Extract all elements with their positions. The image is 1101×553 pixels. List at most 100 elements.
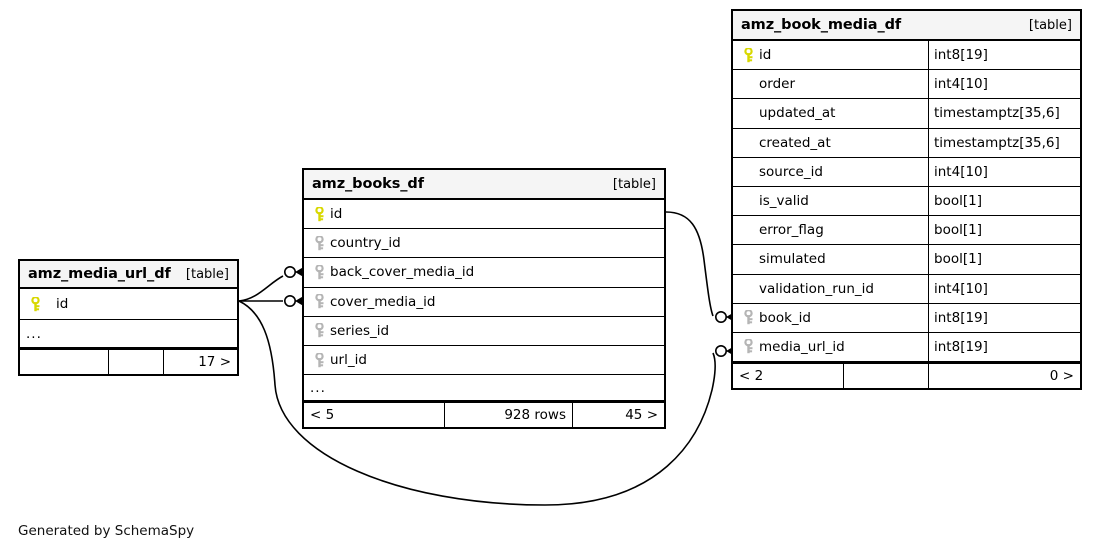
column-type: int8[19]	[928, 332, 1080, 362]
table-type-tag: [table]	[1028, 17, 1072, 33]
table-row[interactable]: source_id int4[10]	[733, 157, 1080, 187]
column-name: id	[330, 206, 343, 223]
more-columns-indicator: ...	[20, 320, 237, 348]
key-glyph	[314, 264, 324, 280]
table-header: amz_media_url_df [table]	[20, 261, 237, 289]
key-glyph	[314, 323, 324, 338]
generator-credit: Generated by SchemaSpy	[18, 523, 195, 539]
table-row[interactable]: order int4[10]	[733, 70, 1080, 100]
column-name: error_flag	[759, 222, 824, 239]
table-footer: 17 >	[20, 348, 237, 374]
column-cell: cover_media_id	[304, 294, 664, 310]
key-glyph	[743, 47, 753, 62]
foreign-key-icon	[310, 323, 328, 338]
key-glyph	[314, 352, 324, 367]
footer-row-count	[108, 350, 163, 374]
table-row[interactable]: book_id int8[19]	[733, 303, 1080, 333]
column-name: country_id	[330, 235, 401, 252]
column-cell: url_id	[304, 352, 664, 368]
table-row[interactable]: back_cover_media_id	[304, 258, 664, 288]
footer-parents-count[interactable]: < 5	[310, 407, 335, 424]
column-cell: error_flag	[733, 222, 928, 238]
foreign-key-icon	[310, 235, 328, 251]
table-footer: < 5 928 rows 45 >	[304, 401, 664, 428]
foreign-key-icon	[739, 339, 757, 354]
table-row[interactable]: id	[20, 289, 237, 320]
primary-key-icon	[310, 206, 328, 222]
column-cell: id	[304, 206, 664, 222]
column-name: validation_run_id	[759, 280, 874, 297]
column-name: back_cover_media_id	[330, 264, 475, 281]
table-row[interactable]: id int8[19]	[733, 41, 1080, 71]
table-amz-book-media-df[interactable]: amz_book_media_df [table] id int8[19]	[731, 9, 1082, 391]
column-name: url_id	[330, 352, 367, 369]
foreign-key-icon	[310, 294, 328, 309]
key-glyph	[314, 235, 324, 250]
table-row[interactable]: simulated bool[1]	[733, 245, 1080, 275]
table-row[interactable]: media_url_id int8[19]	[733, 332, 1080, 363]
table-title: amz_book_media_df	[741, 17, 902, 33]
column-type: int4[10]	[928, 157, 1080, 186]
table-type-tag: [table]	[612, 176, 656, 192]
column-name: order	[759, 76, 795, 93]
table-row[interactable]: cover_media_id	[304, 288, 664, 317]
column-type: bool[1]	[928, 245, 1080, 274]
table-row[interactable]: created_at timestamptz[35,6]	[733, 128, 1080, 158]
footer-children-count[interactable]: 17 >	[163, 350, 237, 374]
table-header: amz_books_df [table]	[304, 170, 664, 200]
column-cell: source_id	[733, 164, 928, 180]
key-glyph	[314, 206, 324, 221]
primary-key-icon	[26, 296, 44, 312]
column-type: int8[19]	[928, 41, 1080, 70]
column-cell: updated_at	[733, 105, 928, 121]
column-type: int8[19]	[928, 303, 1080, 332]
table-row[interactable]: url_id	[304, 346, 664, 376]
footer-children-count[interactable]: 45 >	[572, 403, 664, 428]
table-type-tag: [table]	[185, 266, 229, 282]
column-type: int4[10]	[928, 70, 1080, 99]
more-columns-indicator: ...	[304, 375, 664, 402]
column-cell: media_url_id	[733, 339, 928, 355]
edge-books-to-bookid	[665, 211, 714, 317]
column-name: book_id	[759, 309, 811, 326]
footer-parents-count[interactable]	[20, 350, 108, 374]
table-row[interactable]: country_id	[304, 229, 664, 259]
column-cell: order	[733, 76, 928, 92]
column-name: id	[56, 296, 69, 312]
table-title: amz_media_url_df	[28, 266, 171, 282]
foreign-key-icon	[739, 310, 757, 325]
table-amz-books-df[interactable]: amz_books_df [table] id	[302, 168, 666, 430]
column-cell: is_valid	[733, 193, 928, 209]
column-name: series_id	[330, 322, 390, 339]
table-row[interactable]: id	[304, 200, 664, 230]
table-footer: < 2 0 >	[733, 362, 1080, 389]
edge-mediaurl-to-backcover	[238, 275, 284, 302]
key-glyph	[314, 294, 324, 309]
column-name: updated_at	[759, 105, 836, 122]
table-row[interactable]: is_valid bool[1]	[733, 186, 1080, 217]
column-name: is_valid	[759, 193, 809, 210]
column-cell: id	[733, 47, 928, 63]
foreign-key-icon	[310, 352, 328, 368]
column-cell: id	[20, 296, 237, 312]
footer-row-count	[843, 364, 928, 389]
column-cell: book_id	[733, 310, 928, 326]
column-cell: validation_run_id	[733, 281, 928, 297]
column-name: created_at	[759, 134, 831, 151]
table-row[interactable]: updated_at timestamptz[35,6]	[733, 99, 1080, 129]
column-name: cover_media_id	[330, 293, 436, 310]
footer-parents-count[interactable]: < 2	[739, 368, 764, 385]
primary-key-icon	[739, 47, 757, 63]
footer-row-count: 928 rows	[444, 403, 572, 428]
column-name: id	[759, 47, 772, 64]
key-glyph	[743, 339, 753, 354]
table-row[interactable]: error_flag bool[1]	[733, 216, 1080, 246]
table-row[interactable]: validation_run_id int4[10]	[733, 274, 1080, 304]
column-type: bool[1]	[928, 186, 1080, 216]
column-name: source_id	[759, 163, 823, 180]
column-cell: created_at	[733, 135, 928, 151]
footer-children-count[interactable]: 0 >	[928, 364, 1080, 389]
table-row[interactable]: series_id	[304, 317, 664, 346]
table-amz-media-url-df[interactable]: amz_media_url_df [table] id ... 1	[18, 259, 239, 376]
